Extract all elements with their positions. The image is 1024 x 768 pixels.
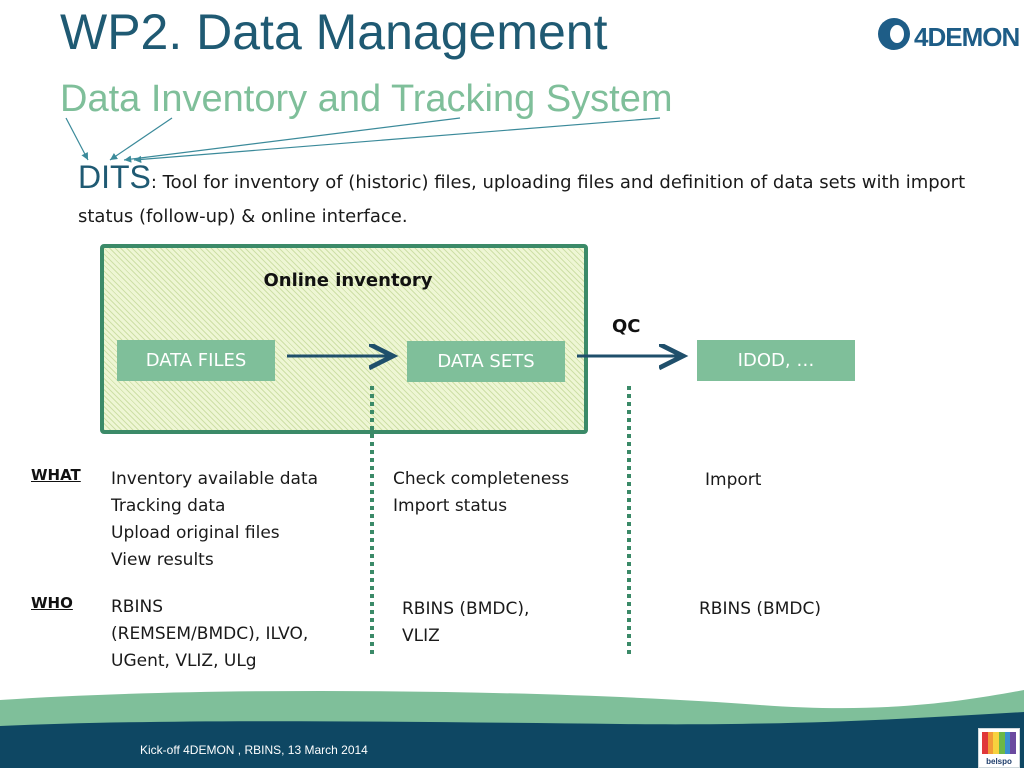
logo-text: 4DEMON: [914, 22, 1020, 52]
list-item: VLIZ: [402, 626, 440, 646]
belspo-logo: belspo: [978, 728, 1020, 768]
who-column-3: RBINS (BMDC): [699, 596, 821, 623]
list-item: RBINS (BMDC),: [402, 599, 530, 619]
list-item: (REMSEM/BMDC), ILVO,: [111, 624, 309, 644]
who-label: WHO: [31, 594, 73, 612]
what-column-2: Check completeness Import status: [393, 466, 569, 520]
list-item: Upload original files: [111, 523, 280, 543]
data-sets-box: DATA SETS: [407, 341, 565, 382]
list-item: View results: [111, 550, 214, 570]
list-item: Import: [705, 470, 762, 490]
who-column-2: RBINS (BMDC), VLIZ: [402, 596, 529, 650]
idod-box: IDOD, …: [697, 340, 855, 381]
list-item: RBINS: [111, 597, 163, 617]
online-inventory-box: [100, 244, 588, 434]
list-item: Check completeness: [393, 469, 570, 489]
belspo-bars-icon: [982, 732, 1017, 754]
logo-mark-icon: [878, 18, 910, 50]
what-column-1: Inventory available data Tracking data U…: [111, 466, 318, 574]
list-item: Inventory available data: [111, 469, 319, 489]
list-item: RBINS (BMDC): [699, 599, 821, 619]
who-column-1: RBINS (REMSEM/BMDC), ILVO, UGent, VLIZ, …: [111, 594, 308, 675]
footer-text: Kick-off 4DEMON , RBINS, 13 March 2014: [140, 743, 368, 757]
subtitle-pointer-arrows: [65, 117, 661, 164]
slide-subtitle: Data Inventory and Tracking System: [60, 78, 673, 120]
belspo-label: belspo: [986, 757, 1012, 766]
slide-title: WP2. Data Management: [60, 4, 608, 60]
dits-acronym: DITS: [78, 159, 151, 195]
online-inventory-label: Online inventory: [263, 270, 433, 291]
dits-definition: : Tool for inventory of (historic) files…: [78, 172, 966, 227]
data-files-box: DATA FILES: [117, 340, 275, 381]
list-item: UGent, VLIZ, ULg: [111, 651, 257, 671]
4demon-logo: 4DEMON: [878, 14, 1020, 58]
dits-description: DITS: Tool for inventory of (historic) f…: [78, 160, 998, 234]
qc-label: QC: [612, 316, 641, 337]
what-label: WHAT: [31, 466, 81, 484]
what-column-3: Import: [705, 467, 761, 494]
list-item: Tracking data: [111, 496, 226, 516]
list-item: Import status: [393, 496, 508, 516]
